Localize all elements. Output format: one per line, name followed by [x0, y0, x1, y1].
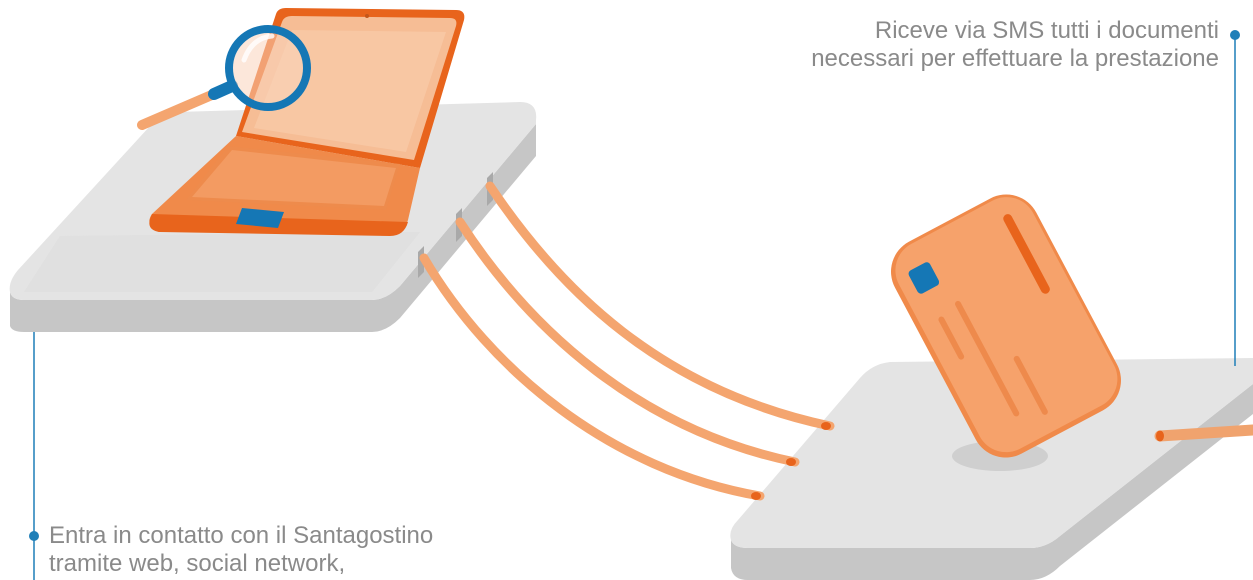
caption-contact: Entra in contatto con il Santagostino tr… [49, 522, 433, 578]
caption-sms-documents: Riceve via SMS tutti i documenti necessa… [811, 17, 1219, 73]
connector-dot-icon [1230, 30, 1240, 40]
caption-line: tramite web, social network, [49, 550, 346, 577]
connector-dot-icon [29, 531, 39, 541]
caption-line: necessari per effettuare la prestazione [811, 45, 1219, 72]
caption-line: Riceve via SMS tutti i documenti [874, 17, 1219, 44]
caption-line: Entra in contatto con il Santagostino [49, 522, 434, 549]
magnifier-icon [137, 25, 311, 130]
connection-cables [419, 181, 835, 501]
card-icon [891, 194, 1121, 458]
laptop-icon [149, 8, 465, 236]
cable-ends [751, 422, 831, 500]
callout-connectors [29, 30, 1240, 580]
